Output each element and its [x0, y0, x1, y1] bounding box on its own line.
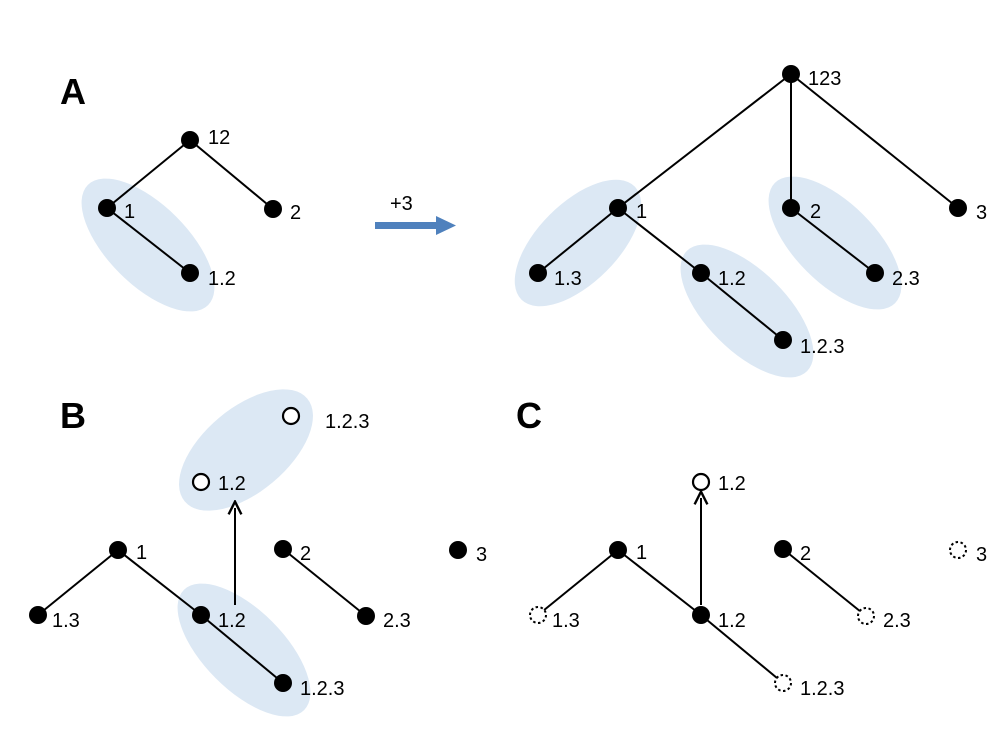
- node-1: [609, 541, 627, 559]
- node-label-1-3: 1.3: [52, 610, 80, 632]
- node-3: [949, 199, 967, 217]
- transition-arrow-shaft: [375, 222, 437, 229]
- panel-b: B 1.2.3 1.2 1 2 3 1.3 1.2 2.3 1.2.3: [29, 389, 487, 717]
- node-1: [109, 541, 127, 559]
- node-open-1-2: [691, 472, 711, 492]
- edge-1.2-1.2.3: [700, 614, 784, 684]
- node-12: [181, 131, 199, 149]
- node-1-2: [181, 264, 199, 282]
- edge-2-2.3: [782, 548, 867, 617]
- node-123: [782, 65, 800, 83]
- node-label-3: 3: [976, 544, 987, 566]
- node-label-1-2-3: 1.2.3: [800, 678, 844, 700]
- edge-12-1: [106, 139, 191, 209]
- node-label-2: 2: [800, 543, 811, 565]
- edge-1-1.3: [37, 549, 119, 616]
- node-label-3: 3: [976, 202, 987, 224]
- edge-123-1: [617, 73, 792, 209]
- panel-label-b: B: [60, 395, 86, 436]
- node-label-12: 12: [208, 127, 230, 149]
- node-1-2: [192, 606, 210, 624]
- edge-12-2: [189, 139, 274, 210]
- edge-1-1.2: [106, 207, 191, 274]
- node-label-2: 2: [300, 543, 311, 565]
- edge-1-1.3: [537, 549, 619, 616]
- node-2: [274, 540, 292, 558]
- node-1-2-3: [774, 331, 792, 349]
- node-label-1-2: 1.2: [218, 610, 246, 632]
- node-2: [774, 540, 792, 558]
- edge-1-1.2: [617, 207, 702, 274]
- node-1-2: [692, 264, 710, 282]
- edge-2-2.3: [282, 548, 367, 617]
- node-1: [98, 199, 116, 217]
- transition-label: +3: [390, 193, 413, 215]
- node-3: [449, 541, 467, 559]
- node-2-3: [357, 607, 375, 625]
- node-label-1: 1: [124, 201, 135, 223]
- node-label-1-3: 1.3: [552, 610, 580, 632]
- node-label-1-2: 1.2: [718, 610, 746, 632]
- node-label-1: 1: [636, 201, 647, 223]
- transition-arrow-head: [436, 216, 456, 235]
- node-label-open-1-2: 1.2: [218, 473, 246, 495]
- node-label-open-1-2-3: 1.2.3: [325, 411, 369, 433]
- edge-1-1.2: [117, 549, 202, 616]
- panel-c: C 1.2 1 2 3 1.3 1.2 2.3 1.2.3: [516, 395, 987, 700]
- node-label-2-3: 2.3: [892, 268, 920, 290]
- node-dashed-1-3: [529, 606, 547, 624]
- panel-label-c: C: [516, 395, 542, 436]
- edge-2-2.3: [790, 207, 876, 274]
- node-label-3: 3: [476, 544, 487, 566]
- node-2-3: [866, 264, 884, 282]
- highlight-ellipse: [81, 178, 215, 312]
- node-label-1-2: 1.2: [718, 268, 746, 290]
- node-dashed-2-3: [857, 607, 875, 625]
- node-dashed-3: [949, 541, 967, 559]
- node-1-2-3: [274, 674, 292, 692]
- transition-arrow: +3: [375, 193, 456, 235]
- edge-1-1.2: [617, 549, 702, 616]
- node-label-2-3: 2.3: [383, 610, 411, 632]
- node-2: [264, 200, 282, 218]
- node-label-1: 1: [136, 542, 147, 564]
- edge-1-1.3: [537, 207, 619, 274]
- node-label-2: 2: [290, 202, 301, 224]
- node-label-1-2-3: 1.2.3: [800, 336, 844, 358]
- node-1-2: [692, 606, 710, 624]
- node-open-1-2-3: [281, 406, 301, 426]
- edge-1.2-1.2.3: [200, 614, 284, 684]
- node-dashed-1-2-3: [774, 674, 792, 692]
- node-2: [782, 199, 800, 217]
- node-1: [609, 199, 627, 217]
- node-label-123: 123: [808, 68, 841, 90]
- node-open-1-2: [191, 472, 211, 492]
- highlight-ellipse: [514, 179, 642, 307]
- node-1-3: [529, 264, 547, 282]
- panel-a-result: 123 1 2 3 1.3 1.2 2.3 1.2.3: [514, 65, 987, 378]
- node-label-open-1-2: 1.2: [718, 473, 746, 495]
- node-label-2: 2: [810, 201, 821, 223]
- panel-label-a: A: [60, 71, 86, 112]
- node-label-2-3: 2.3: [883, 610, 911, 632]
- node-label-1-2: 1.2: [208, 268, 236, 290]
- panel-a: A 12 1 2 1.2: [60, 71, 301, 312]
- node-label-1-2-3: 1.2.3: [300, 678, 344, 700]
- edge-123-3: [790, 73, 959, 209]
- node-label-1-3: 1.3: [554, 268, 582, 290]
- edge-1.2-1.2.3: [700, 272, 784, 341]
- node-label-1: 1: [636, 542, 647, 564]
- node-1-3: [29, 606, 47, 624]
- highlight-ellipse: [179, 389, 313, 511]
